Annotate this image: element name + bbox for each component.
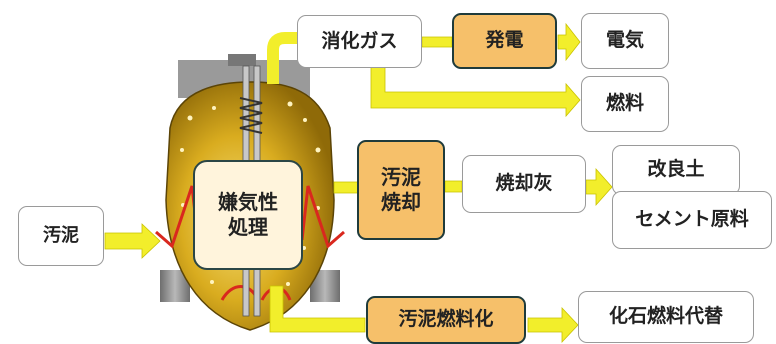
node-cement-raw-material: セメント原料 bbox=[612, 191, 772, 249]
node-incineration-ash: 焼却灰 bbox=[462, 155, 586, 213]
node-sludge-fuelization-label: 汚泥燃料化 bbox=[398, 308, 494, 331]
node-incineration-ash-label: 焼却灰 bbox=[495, 172, 553, 195]
mixer-spring bbox=[239, 97, 263, 134]
node-soil-improvement-label: 改良土 bbox=[647, 158, 705, 181]
node-sludge: 汚泥 bbox=[18, 206, 104, 266]
arrow-fuelization-substitute bbox=[527, 306, 579, 344]
node-power-generation-label: 発電 bbox=[485, 29, 524, 52]
node-soil-improvement: 改良土 bbox=[612, 145, 740, 195]
arrow-gas-power bbox=[421, 36, 453, 48]
node-digestion-gas-label: 消化ガス bbox=[321, 29, 398, 52]
arrow-tank-incineration bbox=[333, 181, 359, 194]
arrow-gas-fuel bbox=[370, 62, 581, 118]
node-power-generation: 発電 bbox=[452, 13, 557, 69]
arrow-sludge-in bbox=[104, 223, 161, 259]
node-fuel-label: 燃料 bbox=[605, 92, 644, 115]
node-fossil-fuel-substitute: 化石燃料代替 bbox=[578, 291, 754, 343]
node-cement-raw-material-label: セメント原料 bbox=[635, 208, 749, 231]
flow-arrows bbox=[104, 22, 613, 344]
tank-cap bbox=[228, 54, 256, 66]
node-fossil-fuel-substitute-label: 化石燃料代替 bbox=[608, 305, 723, 328]
node-fuel: 燃料 bbox=[581, 76, 669, 132]
arrow-ash-products bbox=[585, 167, 613, 207]
node-digestion-gas: 消化ガス bbox=[297, 15, 422, 68]
node-sludge-incineration: 汚泥 焼却 bbox=[357, 140, 445, 240]
node-electricity: 電気 bbox=[581, 13, 669, 69]
node-electricity-label: 電気 bbox=[605, 29, 644, 52]
node-anaerobic-treatment: 嫌気性 処理 bbox=[193, 160, 303, 270]
tank-bubbles bbox=[180, 101, 321, 286]
arrow-power-electricity bbox=[557, 22, 581, 62]
arrow-tank-fuelization bbox=[269, 285, 366, 333]
gas-pipe bbox=[267, 32, 300, 84]
node-sludge-label: 汚泥 bbox=[43, 224, 79, 246]
node-sludge-fuelization: 汚泥燃料化 bbox=[366, 296, 526, 344]
node-sludge-incineration-label: 汚泥 焼却 bbox=[381, 165, 421, 214]
arrow-incineration-ash bbox=[444, 180, 463, 193]
node-anaerobic-label: 嫌気性 処理 bbox=[218, 190, 278, 239]
